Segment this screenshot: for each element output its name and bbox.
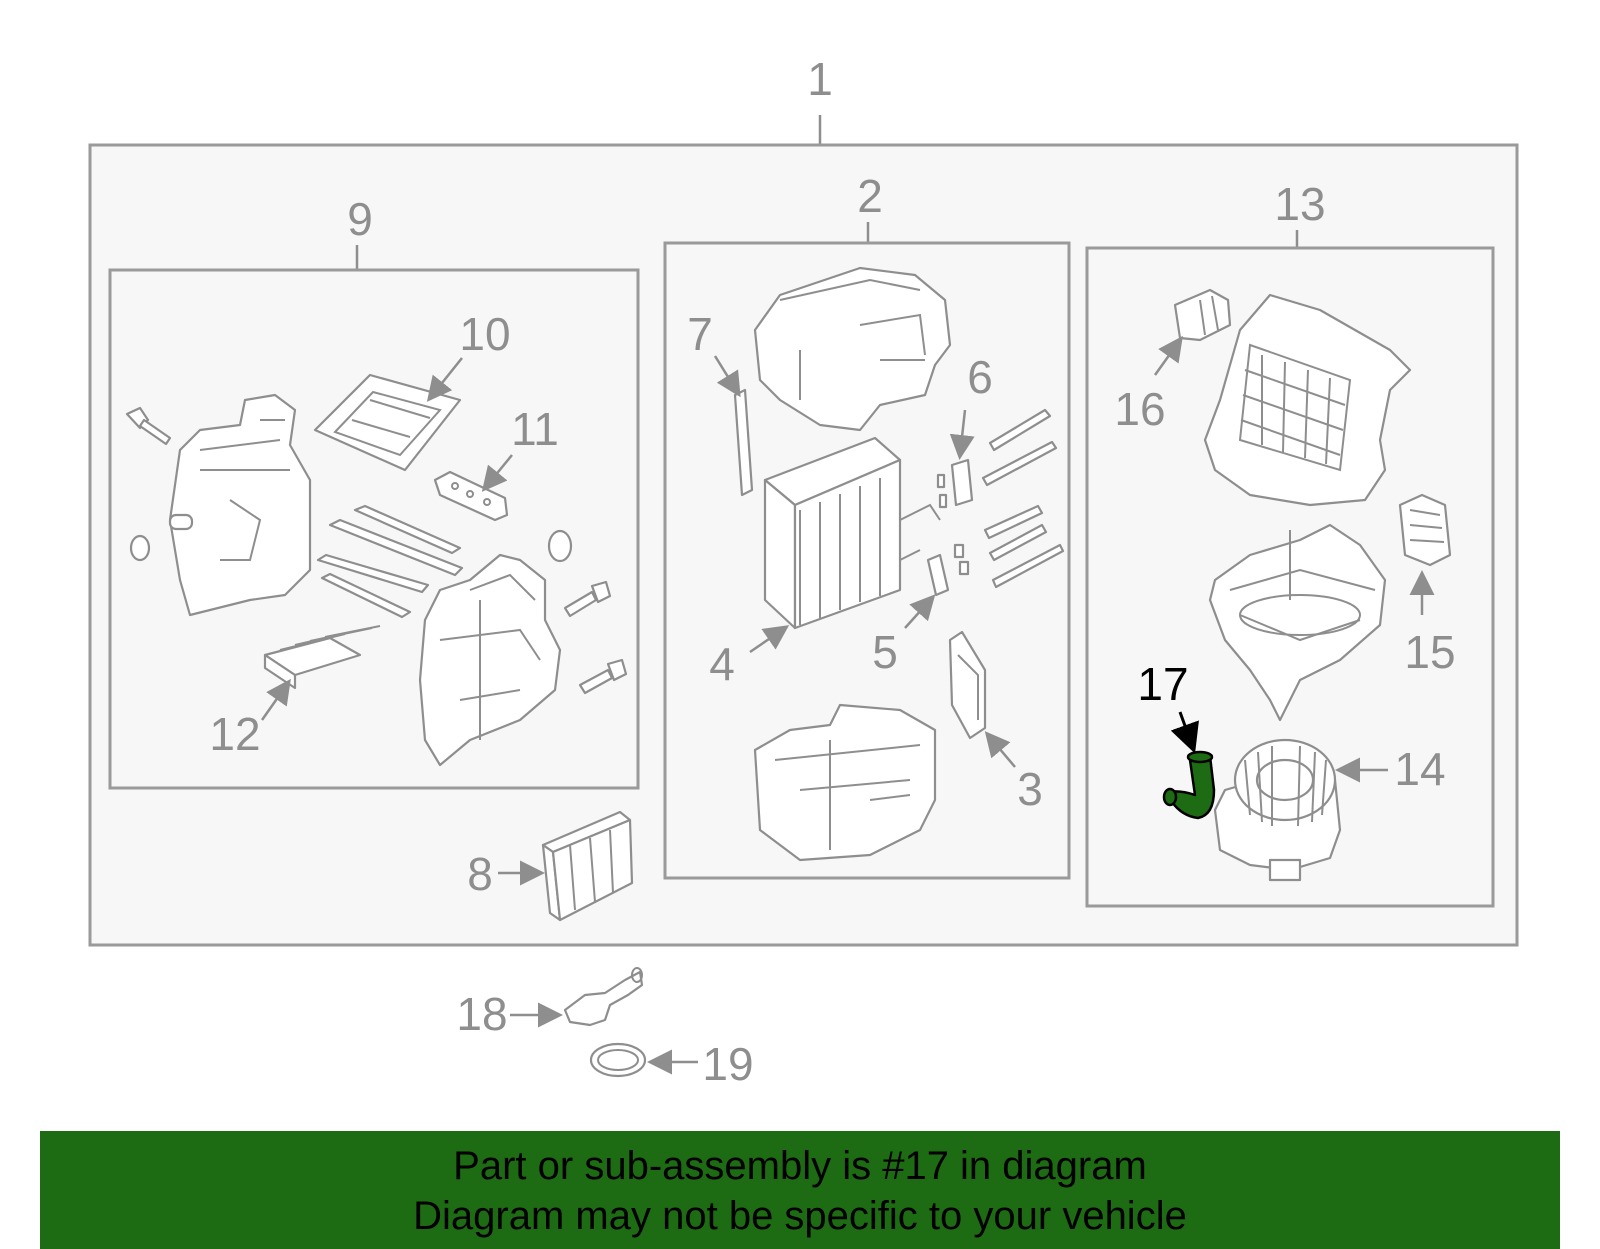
label-10: 10 (459, 308, 510, 360)
part-7-seal (733, 388, 754, 497)
label-5: 5 (872, 626, 898, 678)
leader-12 (260, 678, 291, 721)
banner-line-2: Diagram may not be specific to your vehi… (413, 1194, 1187, 1238)
info-banner: Part or sub-assembly is #17 in diagram D… (40, 1131, 1560, 1249)
leader-16 (1153, 335, 1183, 376)
label-3: 3 (1017, 763, 1043, 815)
label-8: 8 (467, 848, 493, 900)
leader-17 (1170, 711, 1199, 754)
label-11: 11 (511, 403, 559, 455)
label-15: 15 (1404, 626, 1455, 678)
bolts-right (563, 580, 628, 695)
part-14-blower-motor (1213, 738, 1342, 882)
banner-line-1: Part or sub-assembly is #17 in diagram (453, 1144, 1147, 1188)
part-3-gasket (948, 630, 987, 740)
blower-lower-case (1208, 523, 1387, 722)
label-17: 17 (1137, 658, 1188, 710)
part-6-expansion-valve (936, 458, 974, 509)
grommet-right (547, 529, 573, 563)
grommet-left (129, 534, 151, 562)
part-19-grommet (589, 1042, 647, 1078)
leader-4 (749, 625, 790, 654)
leader-11 (481, 454, 513, 492)
label-4: 4 (709, 638, 735, 690)
parts-diagram: 1 9 2 13 10 11 (88, 53, 1519, 1090)
label-9: 9 (347, 193, 373, 245)
label-7: 7 (687, 308, 713, 360)
heater-case-right (418, 553, 562, 767)
label-1: 1 (807, 53, 833, 105)
bolt-left (125, 406, 172, 446)
part-4-evaporator (763, 436, 941, 630)
part-5-seal-ring (926, 543, 970, 597)
seal-strips (316, 504, 464, 619)
part-10-filter-door (313, 373, 462, 472)
evaporator-case-lower (753, 703, 937, 862)
label-2: 2 (857, 170, 883, 222)
part-18-drain-hose (563, 967, 644, 1027)
label-18: 18 (456, 988, 507, 1040)
part-6-bolts (981, 408, 1065, 589)
leader-3 (984, 731, 1016, 768)
label-14: 14 (1394, 743, 1445, 795)
label-6: 6 (967, 351, 993, 403)
part-15-resistor (1398, 493, 1452, 567)
label-12: 12 (209, 708, 260, 760)
label-19: 19 (702, 1038, 753, 1090)
heater-case-left (168, 393, 312, 617)
evaporator-case-upper (753, 266, 952, 432)
leader-10 (426, 357, 463, 402)
leader-5 (904, 594, 936, 629)
label-16: 16 (1114, 383, 1165, 435)
label-13: 13 (1274, 178, 1325, 230)
part-17-drain-hose (1162, 750, 1216, 820)
part-8-cabin-filter (541, 810, 634, 922)
part-11-gasket (433, 470, 509, 522)
leader-6 (949, 409, 975, 460)
leader-7 (713, 355, 741, 398)
blower-upper-case (1203, 293, 1412, 507)
